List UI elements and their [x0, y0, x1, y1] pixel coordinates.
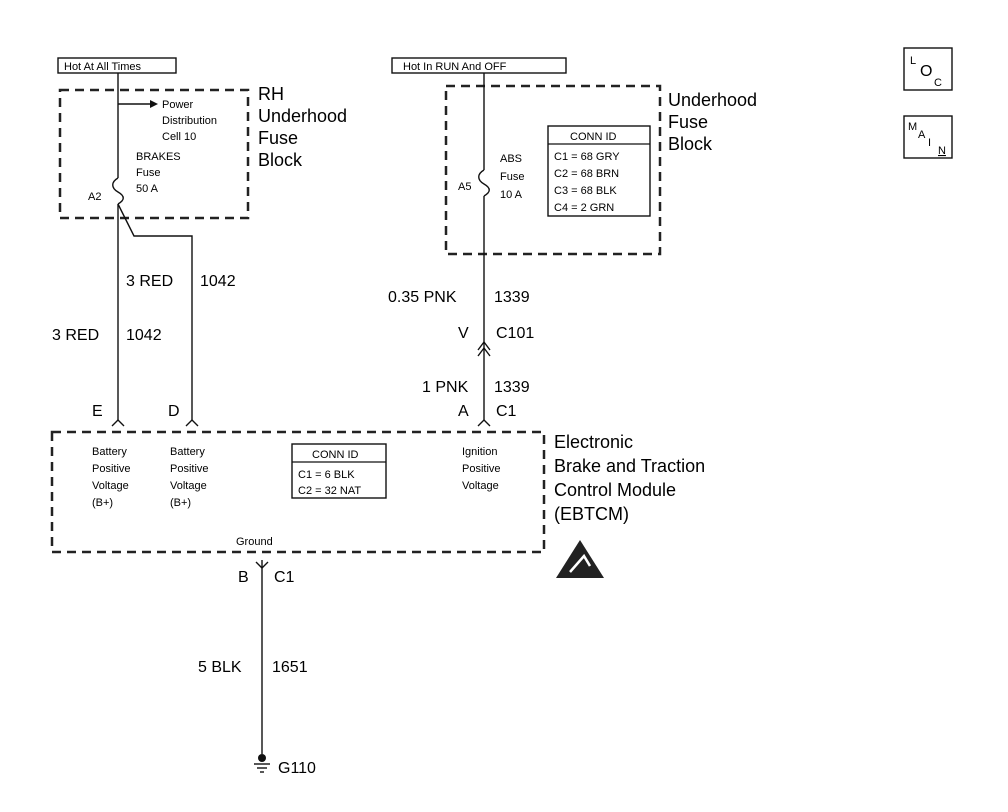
pin-a-label: A: [458, 403, 469, 420]
c101-connector-symbol: [477, 340, 491, 357]
ebtcm-outline: [50, 430, 546, 554]
underhood-fuse-block-outline: [444, 84, 662, 256]
rh-fuse-block-outline: [58, 88, 250, 220]
a2-terminal-label: A2: [88, 191, 101, 203]
loc-o: O: [920, 63, 932, 80]
pdc-arrow-head: [150, 100, 158, 108]
ebtcm-conn-id-rows: C1 = 6 BLK C2 = 32 NAT: [298, 469, 361, 497]
underhood-conn-id-box: [547, 125, 651, 217]
wire-1339-lower-color: 1 PNK: [422, 379, 469, 396]
abs-fuse-label: ABS Fuse 10 A: [500, 153, 528, 201]
underhood-fuse-block-title: Underhood Fuse Block: [668, 90, 762, 154]
ground-point-label: G110: [278, 760, 316, 777]
wire-1042-outer-circuit: 1042: [126, 327, 162, 344]
brakes-fuse-symbol: [112, 177, 124, 205]
main-view-button[interactable]: M A I N: [903, 115, 953, 159]
ground-symbol-icon: [254, 754, 270, 773]
pin-a-symbol: [477, 419, 491, 427]
pin-b-connector-label: C1: [274, 569, 295, 586]
loc-c: C: [934, 77, 942, 89]
loc-l: L: [910, 55, 916, 67]
wire-1339-lower-circuit: 1339: [494, 379, 530, 396]
battery-positive-2-label: Battery Positive Voltage (B+): [170, 446, 212, 509]
pin-b-label: B: [238, 569, 249, 586]
pin-b-symbol: [255, 561, 269, 569]
wire-1042-inner-color: 3 RED: [126, 273, 173, 290]
main-a: A: [918, 129, 926, 141]
rh-fuse-block-title: RH Underhood Fuse Block: [258, 84, 352, 170]
ebtcm-title: Electronic Brake and Traction Control Mo…: [554, 432, 710, 524]
location-view-button[interactable]: L O C: [903, 47, 953, 91]
wire-1651-color: 5 BLK: [198, 659, 242, 676]
underhood-conn-id-rows: C1 = 68 GRY C2 = 68 BRN C3 = 68 BLK C4 =…: [554, 151, 622, 214]
main-n: N: [938, 145, 946, 157]
wire-1339-upper-color: 0.35 PNK: [388, 289, 457, 306]
main-m: M: [908, 121, 917, 133]
hot-in-run-off-label: Hot In RUN And OFF: [403, 61, 507, 73]
pdc-label: Power Distribution Cell 10: [162, 99, 220, 143]
wire-1042-outer-color: 3 RED: [52, 327, 99, 344]
wire-1042-inner-circuit: 1042: [200, 273, 236, 290]
ignition-positive-label: Ignition Positive Voltage: [462, 446, 504, 492]
pin-d-symbol: [185, 419, 199, 427]
underhood-conn-id-title: CONN ID: [570, 131, 617, 143]
wire-1651-circuit: 1651: [272, 659, 308, 676]
pin-e-label: E: [92, 403, 103, 420]
battery-positive-1-label: Battery Positive Voltage (B+): [92, 446, 134, 509]
ebtcm-conn-id-title: CONN ID: [312, 449, 359, 461]
hot-at-all-times-label: Hot At All Times: [64, 61, 142, 73]
wire-1339-upper-circuit: 1339: [494, 289, 530, 306]
main-i: I: [928, 137, 931, 149]
hot-at-all-times-box: [57, 57, 177, 74]
a5-terminal-label: A5: [458, 181, 471, 193]
c101-name-label: C101: [496, 325, 534, 342]
hot-in-run-off-box: [391, 57, 567, 74]
pin-d-label: D: [168, 403, 180, 420]
ebtcm-conn-id-box: [291, 443, 387, 499]
brakes-fuse-label: BRAKES Fuse 50 A: [136, 151, 184, 195]
wire-1042-inner: [117, 203, 193, 420]
pin-e-symbol: [111, 419, 125, 427]
pin-a-connector-label: C1: [496, 403, 517, 420]
esd-warning-icon: [556, 540, 604, 578]
ground-internal-label: Ground: [236, 536, 273, 548]
c101-pin-label: V: [458, 325, 469, 342]
abs-fuse-symbol: [478, 169, 490, 197]
